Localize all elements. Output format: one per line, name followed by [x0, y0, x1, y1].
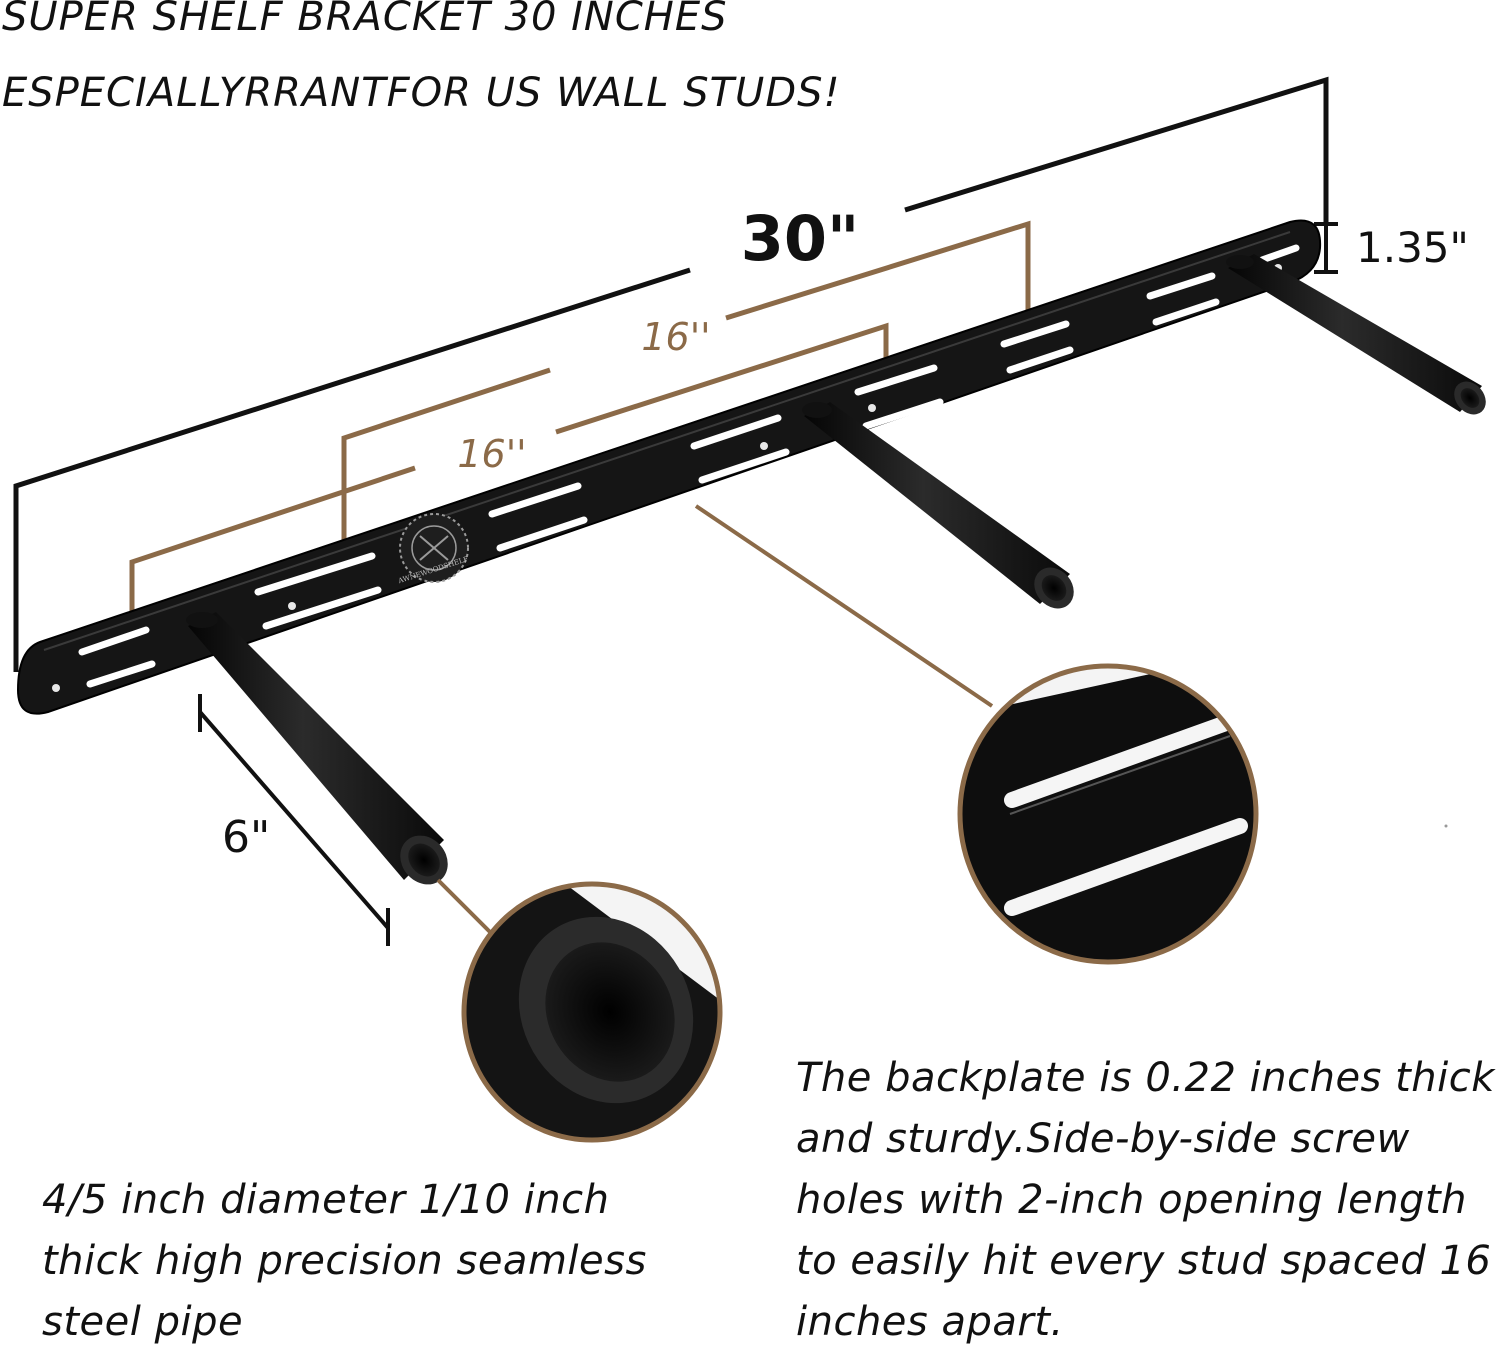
title-line-1: SUPER SHELF BRACKET 30 INCHES — [2, 0, 728, 40]
detail-circle-slots — [957, 663, 1259, 965]
support-rod-middle — [802, 402, 1074, 609]
stud-spacing-upper-label: 16'' — [641, 315, 710, 359]
stud-spacing-lower-label: 16'' — [457, 432, 526, 476]
brand-logo-seal: AWNEWOODSHELF — [396, 513, 469, 585]
pipe-caption: 4/5 inch diameter 1/10 inch thick high p… — [42, 1177, 647, 1345]
support-rod-right — [1226, 254, 1486, 415]
back-plate — [16, 219, 1322, 715]
title-line-2: ESPECIALLYRRANTFOR US WALL STUDS! — [2, 70, 841, 116]
callout-leader-pipe — [436, 878, 500, 942]
support-rod-left — [186, 612, 448, 885]
dimension-height-marker — [1314, 222, 1338, 274]
dimension-30-label: 30" — [741, 202, 860, 275]
screw-slots — [78, 244, 1300, 688]
stray-dot — [1444, 824, 1448, 828]
detail-circle-pipe — [461, 881, 723, 1143]
dimension-height-label: 1.35" — [1356, 223, 1469, 272]
callout-leader-slot — [694, 504, 994, 708]
backplate-caption: The backplate is 0.22 inches thick and s… — [796, 1055, 1495, 1345]
screw-holes — [52, 264, 1282, 692]
dimension-rod-length-label: 6" — [222, 812, 270, 863]
dimension-rod-length-marker — [198, 694, 390, 946]
dimension-30-line — [13, 76, 1329, 672]
